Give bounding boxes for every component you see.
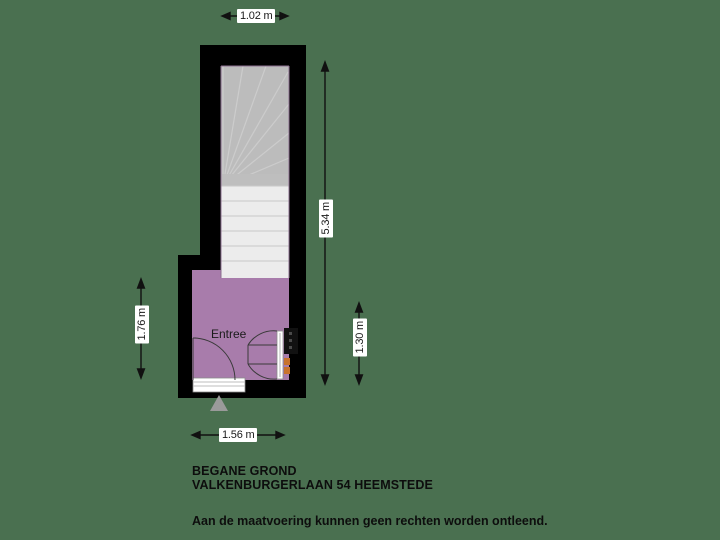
- entree-door-swing: [192, 337, 236, 381]
- caption-block: BEGANE GROND VALKENBURGERLAAN 54 HEEMSTE…: [192, 464, 662, 528]
- dimension-label-bottom-width: 1.56 m: [219, 428, 258, 442]
- orange-marker: [284, 358, 290, 374]
- staircase: [220, 65, 290, 278]
- interior-door-right: [247, 330, 284, 380]
- front-door: [192, 377, 246, 393]
- dimension-label-left-height: 1.76 m: [135, 305, 149, 344]
- meter-cabinet: [284, 328, 298, 354]
- dimension-label-right-lower: 1.30 m: [353, 318, 367, 357]
- caption-disclaimer: Aan de maatvoering kunnen geen rechten w…: [192, 514, 548, 528]
- north-marker-icon: [210, 395, 228, 411]
- dimension-label-right-height: 5.34 m: [319, 199, 333, 238]
- room-label-entree: Entree: [211, 327, 247, 341]
- dimension-label-top-width: 1.02 m: [237, 9, 276, 23]
- caption-address: VALKENBURGERLAAN 54 HEEMSTEDE: [192, 478, 433, 492]
- stair-treads: [221, 185, 289, 278]
- caption-floor: BEGANE GROND: [192, 464, 297, 478]
- dimension-left-height: [136, 277, 146, 380]
